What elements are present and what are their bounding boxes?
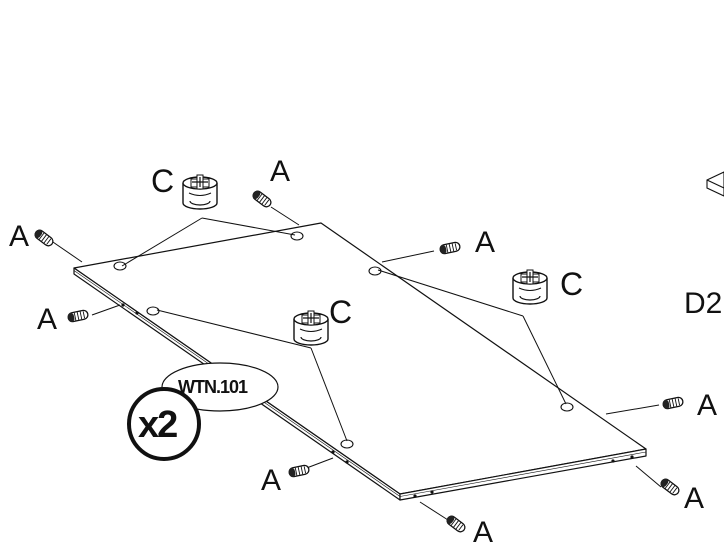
dowel-label-left-lower: A: [37, 303, 58, 336]
cam-label-top: C: [151, 163, 175, 199]
leader-lines: [49, 206, 662, 521]
quantity-circle: [127, 387, 201, 461]
partial-part-label: D2: [684, 287, 723, 320]
dowel-label-bottom: A: [473, 516, 494, 549]
dowel-label-bottom-left: A: [261, 464, 282, 497]
cam-label-center: C: [329, 294, 353, 330]
cam-holes: [113, 231, 574, 449]
part-code: WTN.101: [178, 377, 248, 397]
dowel-label-bottom-right: A: [684, 482, 705, 515]
dowel-label-mid-right: A: [475, 226, 496, 259]
dowel-label-top: A: [270, 155, 291, 188]
dowel-label-right: A: [697, 389, 718, 422]
cam-label-right: C: [560, 266, 584, 302]
dowel-label-left: A: [9, 220, 30, 253]
edge-holes: [121, 303, 634, 498]
partial-part: [706, 171, 724, 197]
quantity-label: x2: [138, 404, 178, 446]
